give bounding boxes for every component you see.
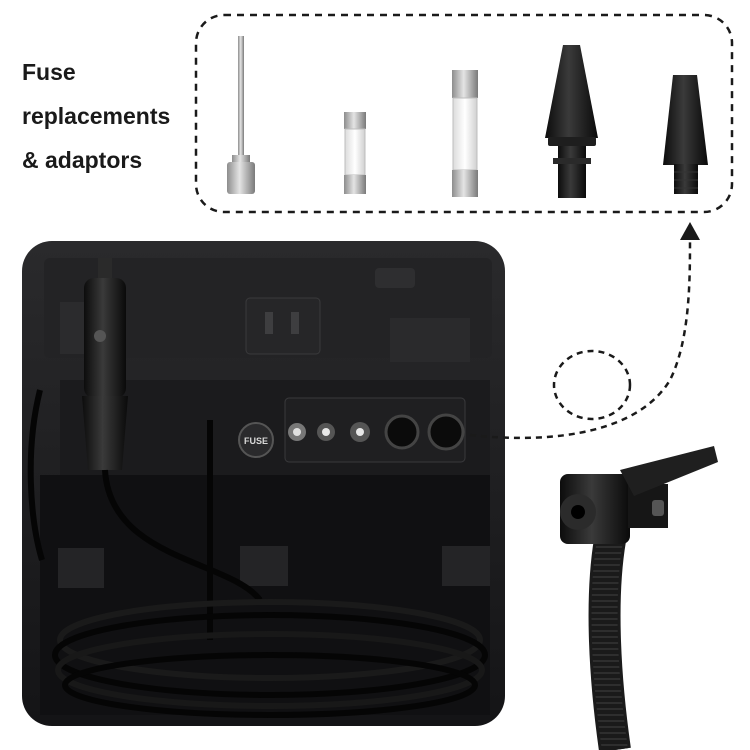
caption-line-3: & adaptors [22,147,143,173]
large-glass-fuse-icon [452,70,478,197]
coiled-power-cord [27,389,488,718]
accessories-callout-box [194,13,734,214]
fuse-socket: FUSE [238,422,274,458]
caption-line-1: Fuse [22,59,76,85]
product-caption: Fuse replacements & adaptors [22,50,170,182]
short-nozzle-icon [663,75,708,194]
caption-line-2: replacements [22,103,171,129]
tapered-nozzle-icon [545,45,598,198]
car-12v-plug-icon [82,258,128,470]
small-glass-fuse-icon [344,112,366,194]
inflation-needle-icon [227,36,255,194]
callout-pointer [469,237,692,440]
compressor-storage-compartment [22,241,505,726]
air-hose-chuck-icon [560,446,718,750]
arrow-up-icon [680,222,700,240]
fuse-socket-label: FUSE [244,436,268,446]
port-panel [284,397,466,463]
